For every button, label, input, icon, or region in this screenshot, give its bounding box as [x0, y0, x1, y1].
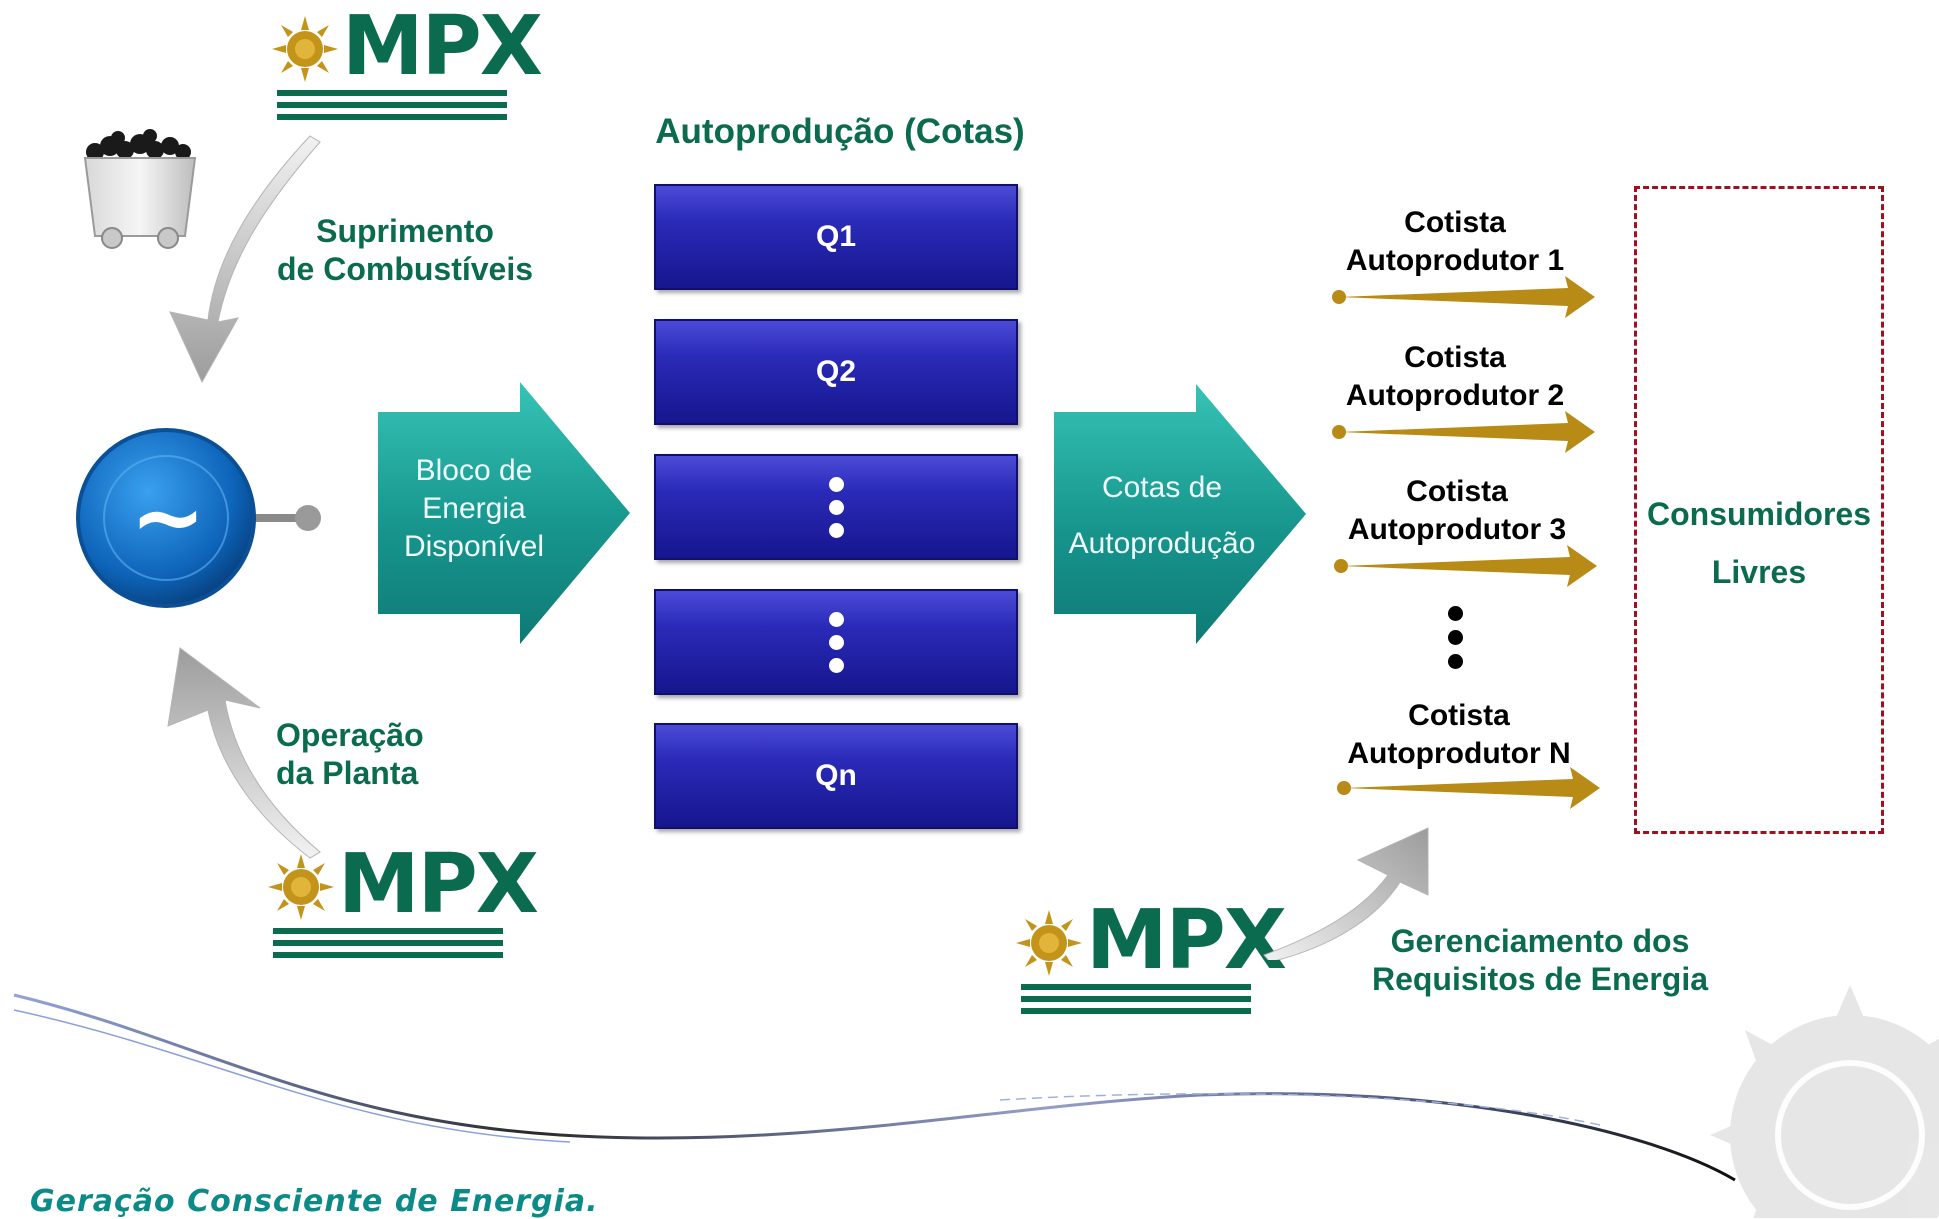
cotista-line: Cotista: [1404, 206, 1506, 239]
quota-block-ellipsis: [654, 454, 1018, 560]
plant-operation-line: Operação: [276, 717, 424, 753]
ellipsis-vertical-icon: [1448, 606, 1463, 669]
quota-block-q1: Q1: [654, 184, 1018, 290]
energy-block-line: Disponível: [403, 530, 545, 563]
logo-stripe: [273, 952, 503, 958]
plant-operation-label: Operação da Planta: [250, 716, 450, 792]
logo-stripe: [277, 90, 507, 96]
logo-stripe: [273, 940, 503, 946]
ellipsis-vertical-icon: [828, 611, 844, 673]
quota-block-qn: Qn: [654, 723, 1018, 829]
quota-arrow-text: Cotas de Autoprodução: [1052, 460, 1272, 572]
gold-arrow-icon: [1337, 767, 1600, 809]
energy-management-line: Gerenciamento dos: [1390, 923, 1690, 959]
curved-arrow-down-icon: [169, 135, 321, 384]
quota-block-q2: Q2: [654, 319, 1018, 425]
logo-stripe: [1021, 996, 1251, 1002]
quota-arrow-line: Autoprodução: [1068, 527, 1256, 560]
quota-block-label: Qn: [815, 759, 857, 792]
coal-cart-icon: [83, 129, 197, 249]
curved-arrow-right-icon: [1263, 827, 1429, 960]
quota-block-ellipsis: [654, 589, 1018, 695]
fuel-supply-line: Suprimento: [316, 213, 494, 249]
cotista-line: Cotista: [1406, 475, 1508, 508]
cotista-label: Cotista Autoprodutor 1: [1320, 204, 1590, 280]
fuel-supply-line: de Combustíveis: [276, 251, 534, 287]
cotista-line: Cotista: [1404, 341, 1506, 374]
quota-block-label: Q2: [815, 355, 857, 388]
generator-icon: [76, 428, 321, 608]
free-consumers-line: Livres: [1711, 554, 1807, 590]
sun-watermark-icon: [1710, 985, 1939, 1218]
logo-stripe: [1021, 984, 1251, 990]
cotista-line: Autoprodutor 1: [1345, 244, 1565, 277]
cotista-line: Cotista: [1408, 699, 1510, 732]
energy-management-line: Requisitos de Energia: [1371, 961, 1709, 997]
mpx-logo-top: MPX: [272, 6, 543, 125]
energy-management-label: Gerenciamento dos Requisitos de Energia: [1340, 922, 1740, 998]
page-title: Autoprodução (Cotas): [655, 112, 1025, 151]
sun-logo-icon: [268, 854, 334, 920]
mpx-logo-text: MPX: [342, 0, 543, 94]
logo-stripe: [273, 928, 503, 934]
logo-stripe: [277, 102, 507, 108]
cotista-label: Cotista Autoprodutor 2: [1320, 339, 1590, 415]
energy-block-line: Energia: [422, 492, 526, 525]
cotista-line: Autoprodutor N: [1347, 737, 1571, 770]
logo-stripe: [1021, 1008, 1251, 1014]
logo-stripe: [277, 114, 507, 120]
sun-logo-icon: [272, 16, 338, 82]
quota-arrow-line: Cotas de: [1101, 471, 1223, 504]
sun-logo-icon: [1016, 910, 1082, 976]
gold-arrows: [1332, 276, 1600, 809]
tagline: Geração Consciente de Energia.: [30, 1184, 599, 1219]
mpx-logo-text: MPX: [338, 837, 539, 932]
cotista-label: Cotista Autoprodutor N: [1324, 697, 1594, 773]
gold-arrow-icon: [1332, 276, 1595, 318]
free-consumers-label: Consumidores Livres: [1637, 485, 1881, 601]
quota-arrow: [1054, 384, 1306, 644]
quota-block-label: Q1: [815, 220, 857, 253]
mpx-logo-text: MPX: [1086, 893, 1287, 988]
gold-arrow-icon: [1334, 545, 1597, 587]
free-consumers-box: Consumidores Livres: [1634, 186, 1884, 834]
cotista-line: Autoprodutor 2: [1345, 379, 1565, 412]
generator-symbol: ~: [130, 465, 206, 570]
free-consumers-line: Consumidores: [1646, 496, 1872, 532]
ellipsis-vertical-icon: [828, 476, 844, 538]
energy-block-line: Bloco de: [415, 454, 533, 487]
cotista-line: Autoprodutor 3: [1347, 513, 1567, 546]
energy-block-text: Bloco de Energia Disponível: [386, 452, 562, 566]
plant-operation-line: da Planta: [276, 755, 419, 791]
mpx-logo-bottom-left: MPX: [268, 844, 539, 963]
energy-block-arrow: [378, 382, 630, 644]
curved-arrow-up-icon: [167, 647, 321, 859]
mpx-logo-bottom-right: MPX: [1016, 900, 1287, 1019]
cotista-label: Cotista Autoprodutor 3: [1322, 473, 1592, 549]
fuel-supply-label: Suprimento de Combustíveis: [255, 212, 555, 288]
gold-arrow-icon: [1332, 411, 1595, 453]
